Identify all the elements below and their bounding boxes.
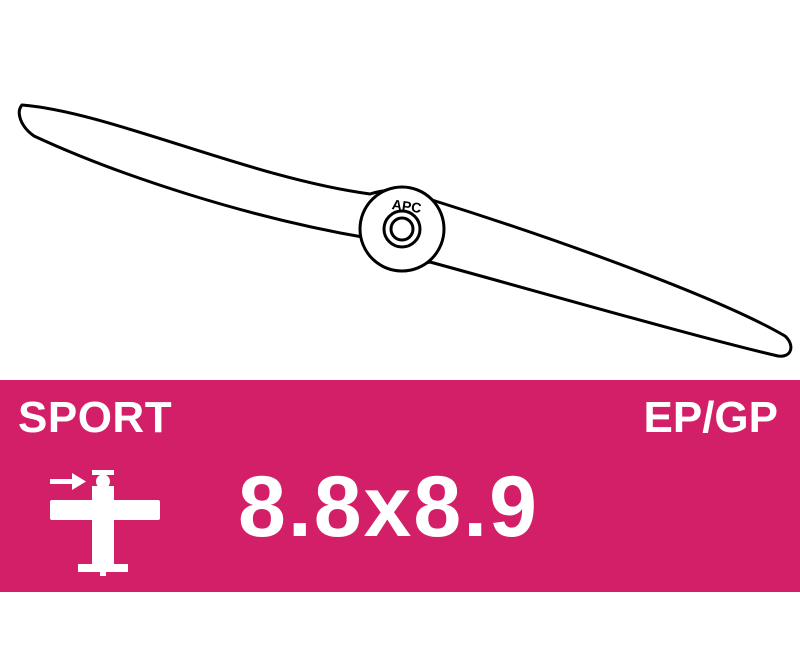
- propeller-drawing: APC: [17, 103, 793, 358]
- power-type-label: EP/GP: [643, 393, 779, 442]
- propeller-hub-bore: [389, 216, 415, 242]
- category-label: SPORT: [18, 393, 173, 442]
- propeller-size: 8.8x8.9: [238, 459, 539, 555]
- apc-logo-text: APC: [391, 196, 423, 216]
- product-banner: SPORT EP/GP 8.8x8.9: [0, 380, 800, 592]
- airplane-icon: [48, 466, 164, 578]
- propeller-illustration: APC: [17, 103, 793, 358]
